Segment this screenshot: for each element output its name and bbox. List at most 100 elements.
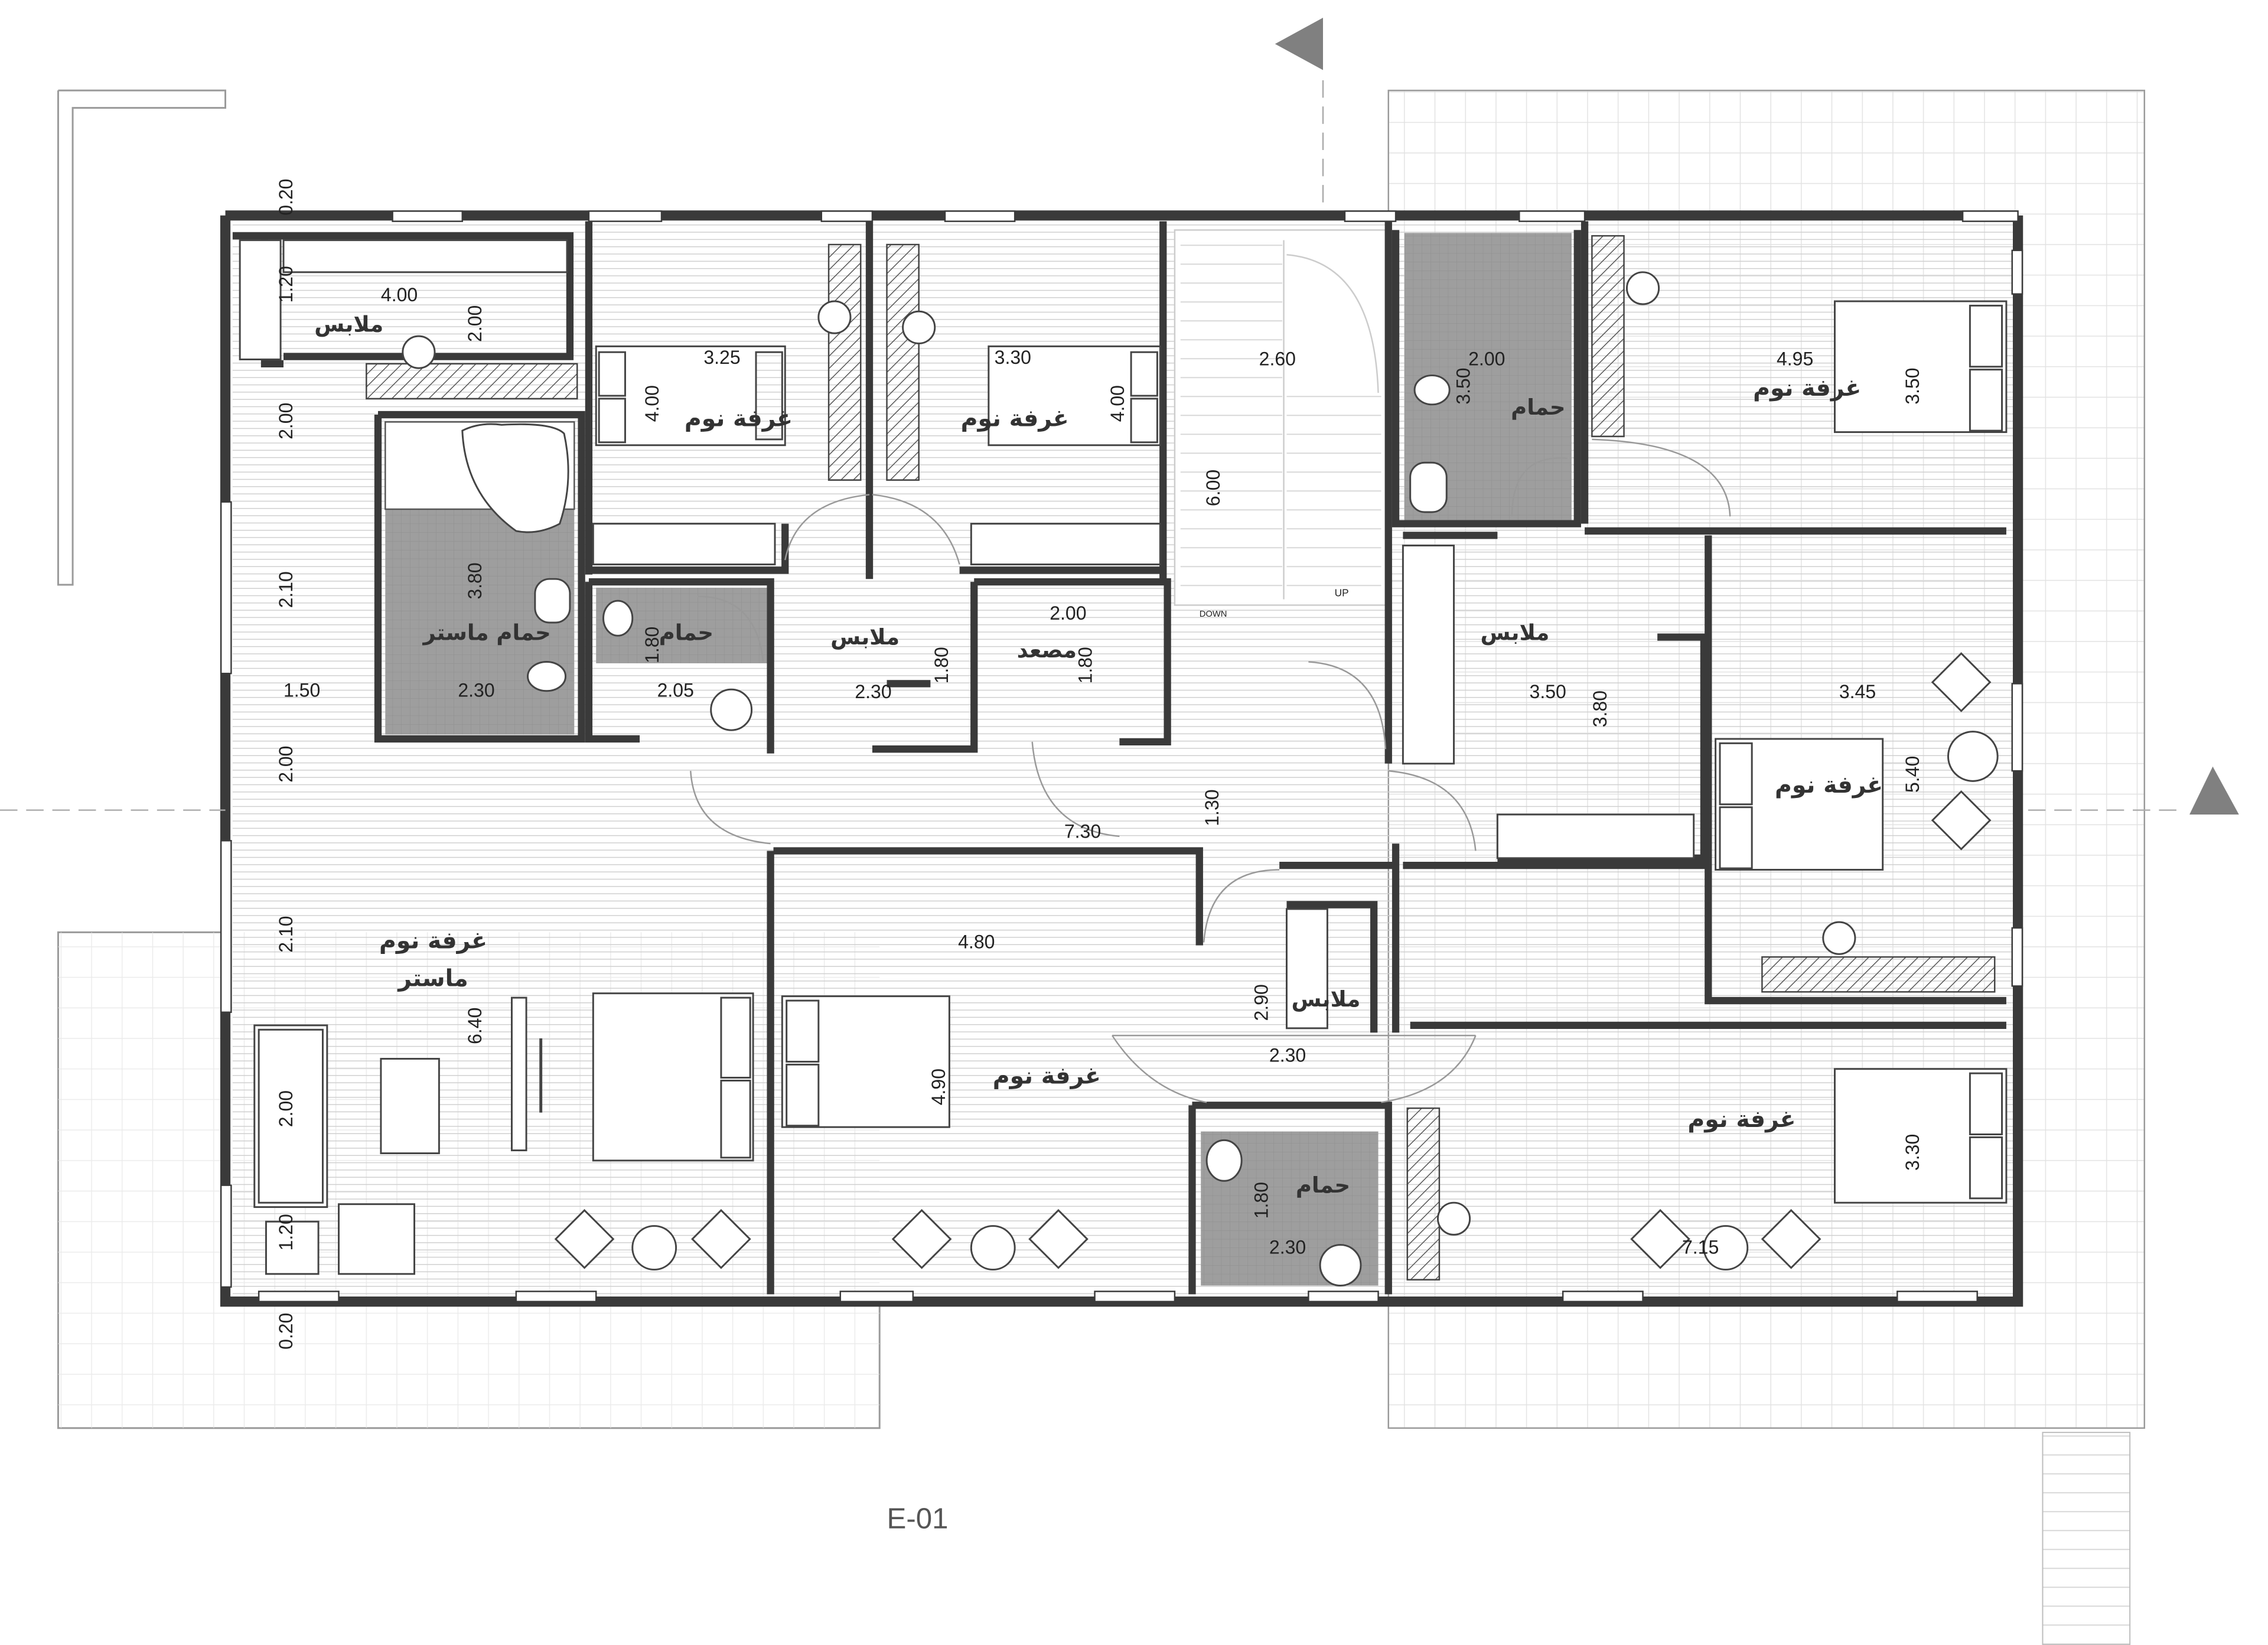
window-w3 [220,1184,232,1288]
dim-120-top: 1.20 [275,266,296,302]
door-bed-s [1203,869,1280,943]
terrace-northwest-outline [57,89,227,586]
wall-bath-a [585,578,774,754]
stair-treads-left [1180,236,1283,600]
chair-se [1436,1201,1471,1236]
window-n5 [1344,210,1397,222]
window-n2 [588,210,663,222]
chair-a [817,300,852,334]
window-n3 [820,210,874,222]
dim-closet-mid-w: 2.30 [855,681,891,702]
hatch-ne-closet [1591,235,1625,438]
stair-winder [1286,254,1379,393]
hatch-shaft-left [827,243,862,481]
room-labels: ملابس حمام ماستر حمام غرفة نوم غرفة نوم … [314,312,1883,1198]
windows [220,210,2023,1302]
master-bath-toilet [527,661,567,692]
bed-a [595,345,786,447]
door-closet-mid [1031,741,1120,838]
dim-bath-a-h: 1.80 [641,627,663,663]
window-n4 [944,210,1016,222]
dim-bath-b-w: 2.00 [1468,348,1505,369]
dim-bed-se-h: 3.30 [1902,1134,1923,1171]
window-n7 [1961,210,2019,222]
master-sofa [253,1024,416,1275]
dim-bed-a-h: 4.00 [641,385,663,422]
master-tv-unit [510,996,527,1152]
bed-e [1715,738,1884,871]
dim-200-a: 2.00 [275,403,296,439]
dim-bath-a-w: 2.05 [657,680,694,701]
door-bed-b [872,494,960,565]
dim-closet-ne-h: 3.80 [1589,690,1611,727]
window-w1 [220,501,232,675]
stair-up-label: UP [1335,587,1349,599]
dim-210-a: 2.10 [275,571,296,608]
hatch-shaft-right [886,243,920,481]
stair-treads-right [1286,393,1381,600]
dim-bed-a-w: 3.25 [703,347,740,368]
wall-elevator [872,578,1171,753]
hatch-master-closet [366,363,578,400]
dim-stair-h: 6.00 [1203,470,1224,506]
dim-020-top: 0.20 [275,179,296,216]
label-bedroom-s: غرفة نوم [993,1062,1101,1089]
dim-bed-e-h: 5.40 [1902,756,1923,793]
door-bath-b [1511,457,1568,517]
dim-closet-s-w: 2.30 [1269,1044,1306,1066]
bed-master [592,992,754,1162]
lounge-set-master [554,1208,751,1271]
dim-020-bot: 0.20 [275,1313,296,1350]
dim-closet-s-h: 2.90 [1250,984,1272,1021]
furniture [239,239,2008,1286]
bed-ne [1833,300,2008,434]
window-n1 [392,210,463,222]
dim-bed-se-w: 7.15 [1682,1236,1719,1258]
label-bedroom-a: غرفة نوم [685,405,793,432]
bath-c-sink [1319,1244,1362,1286]
label-master-bedroom-1: غرفة نوم [379,927,487,954]
master-bath-sink [534,578,571,624]
bath-a-sink [710,688,753,731]
dim-bed-s-h: 4.90 [928,1069,949,1105]
dim-bed-e-w: 3.45 [1839,681,1876,702]
dim-elev-w: 2.00 [1050,602,1086,624]
master-table [380,1058,440,1154]
dim-bed-b-w: 3.30 [995,347,1031,368]
stair-down-label: DOWN [1200,610,1227,619]
label-bedroom-se: غرفة نوم [1687,1106,1795,1133]
dim-bed-b-h: 4.00 [1107,385,1128,422]
window-e1 [2011,249,2023,295]
wall-ne-bottom [1403,527,2006,539]
dim-master-bath-w: 2.30 [458,680,494,701]
chair-b [902,310,936,344]
hatched-blocks [366,235,1996,1281]
wall-bath-b [1392,230,1581,527]
door-closet-ne [1592,438,1731,517]
axis-lines [0,80,2181,811]
window-s4 [1094,1291,1176,1302]
label-master-bath: حمام ماستر [422,620,551,646]
door-master [690,771,771,845]
label-master-bedroom-2: ماستر [397,965,468,992]
lounge-set-e [1931,652,1999,851]
north-arrow-top [1275,18,1323,70]
dim-bed-s-w: 4.80 [958,931,995,952]
label-bath-b: حمام [1511,395,1565,421]
bath-a-toilet [602,600,634,637]
door-hall [1308,661,1387,750]
doors [690,438,1731,1103]
bed-se [1833,1068,2008,1204]
dim-master-bath-h: 3.80 [464,562,485,599]
chair-ne [1625,271,1660,305]
window-s6 [1562,1291,1644,1302]
wall-master-bath [374,411,585,743]
dim-master-bed-h: 6.40 [464,1008,485,1044]
dim-corridor-w: 7.30 [1064,820,1101,842]
window-e2 [2011,683,2023,772]
hatch-e-wardrobe [1761,956,1996,993]
window-s5 [1308,1291,1379,1302]
label-closet-nw: ملابس [314,312,383,337]
dim-210-b: 2.10 [275,916,296,953]
